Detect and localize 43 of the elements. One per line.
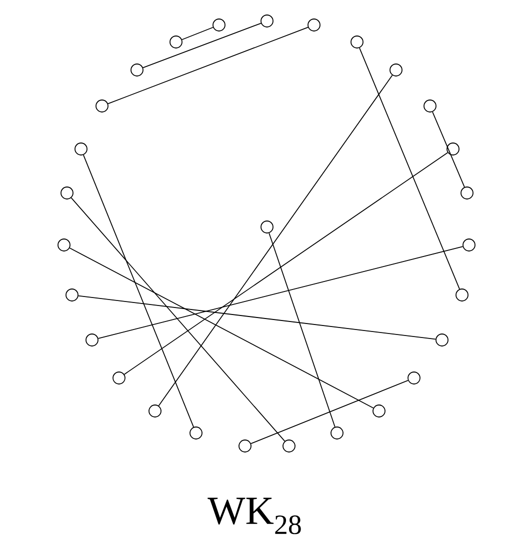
circle-node [350, 36, 364, 48]
connecting-line [432, 111, 465, 188]
connecting-line [108, 26, 308, 104]
circle-node [424, 100, 436, 112]
connecting-line [98, 246, 464, 339]
circle-node [372, 404, 386, 418]
circle-node [148, 404, 162, 418]
circle-node [130, 64, 144, 76]
circle-node [330, 426, 344, 440]
connecting-line [124, 152, 448, 375]
circle-node [212, 18, 226, 32]
circle-node [308, 18, 320, 32]
circle-node [456, 288, 468, 302]
circle-node [96, 100, 108, 112]
connecting-line [82, 154, 194, 428]
circle-node [66, 288, 78, 302]
circle-node [238, 440, 252, 452]
circle-node [260, 220, 274, 234]
connecting-line [359, 48, 460, 290]
connecting-line [142, 22, 262, 68]
connecting-line [69, 248, 374, 408]
connecting-line [268, 232, 336, 428]
circle-node [460, 186, 474, 200]
circle-node [60, 186, 74, 200]
connecting-line [182, 26, 214, 40]
circle-node [282, 440, 296, 452]
connecting-line [250, 380, 408, 444]
circle-node [408, 372, 420, 384]
circle-node [390, 64, 402, 76]
circle-node [446, 142, 460, 156]
circle-node [462, 238, 476, 252]
circle-node [260, 14, 274, 28]
circle-node [112, 372, 126, 384]
connecting-line [70, 197, 286, 442]
circle-node [74, 142, 88, 156]
circle-node [86, 334, 98, 346]
circle-node [190, 426, 202, 440]
circle-node [436, 334, 448, 346]
connecting-line [78, 295, 436, 340]
connecting-line [158, 74, 393, 406]
circle-node [170, 36, 182, 48]
caption: WK$_{28}$ [208, 498, 301, 534]
circle-node [58, 238, 70, 252]
